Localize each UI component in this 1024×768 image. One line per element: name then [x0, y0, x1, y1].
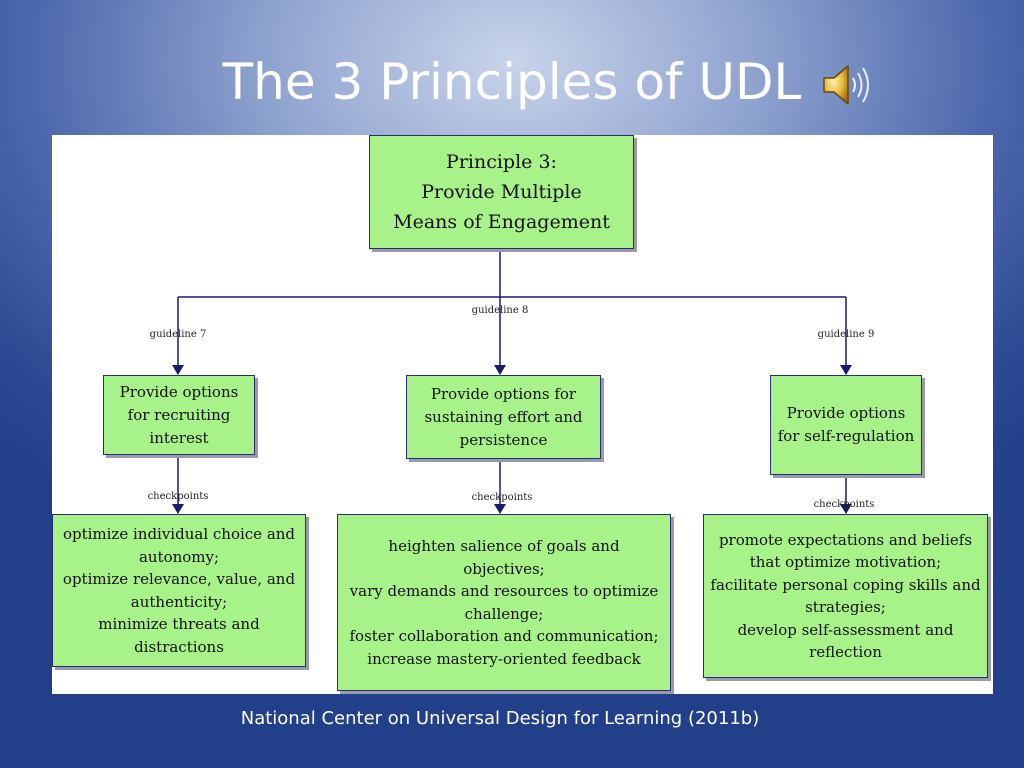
checkpoints-9-label: checkpoints [813, 499, 875, 510]
guideline-8-text: Provide options for sustaining effort an… [424, 384, 583, 449]
principle-3-text: Principle 3: Provide Multiple Means of E… [393, 151, 610, 233]
checkpoints-7-text: optimize individual choice and autonomy;… [62, 525, 296, 656]
guideline-9-box: Provide options for self-regulation [770, 375, 922, 475]
guideline-7-label: guideline 7 [149, 329, 207, 340]
guideline-7-text: Provide options for recruiting interest [119, 382, 239, 447]
source-citation: National Center on Universal Design for … [240, 708, 760, 729]
checkpoints-8-box: heighten salience of goals and objective… [337, 514, 671, 691]
checkpoints-7-box: optimize individual choice and autonomy;… [52, 514, 306, 667]
checkpoints-9-text: promote expectations and beliefs that op… [710, 530, 981, 662]
checkpoints-9-box: promote expectations and beliefs that op… [703, 514, 988, 678]
guideline-7-box: Provide options for recruiting interest [103, 375, 255, 455]
speaker-icon[interactable] [820, 58, 874, 112]
guideline-9-text: Provide options for self-regulation [777, 404, 915, 445]
checkpoints-8-label: checkpoints [471, 492, 533, 503]
guideline-8-box: Provide options for sustaining effort an… [406, 375, 601, 459]
principle-3-box: Principle 3: Provide Multiple Means of E… [369, 135, 634, 249]
checkpoints-8-text: heighten salience of goals and objective… [349, 537, 659, 668]
guideline-9-label: guideline 9 [817, 329, 875, 340]
slide-title: The 3 Principles of UDL [222, 53, 802, 111]
checkpoints-7-label: checkpoints [147, 491, 209, 502]
guideline-8-label: guideline 8 [471, 305, 529, 316]
